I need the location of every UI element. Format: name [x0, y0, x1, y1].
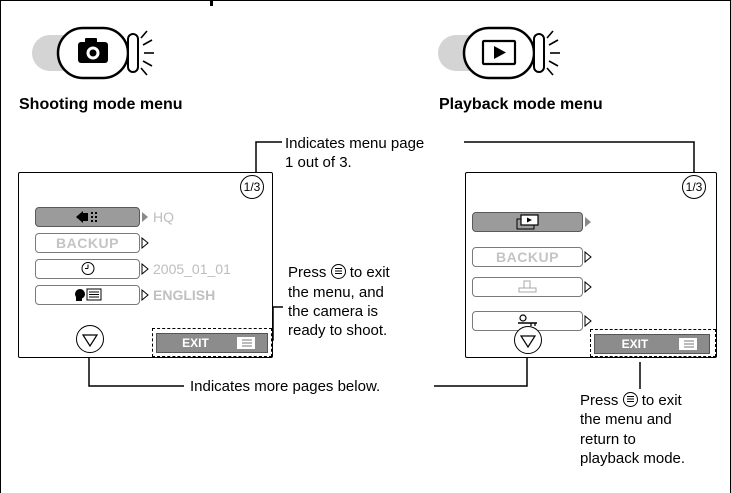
menu-item-clock[interactable] [35, 259, 140, 279]
menu-list-icon [679, 338, 697, 350]
submenu-arrow-icon [584, 251, 592, 263]
shooting-mode-dial-icon [32, 26, 154, 80]
shoot-exit-callout-line2: the menu, and [288, 284, 384, 301]
submenu-arrow-icon [584, 315, 592, 327]
menu-list-icon [237, 337, 255, 349]
page-indicator: 1/3 [682, 175, 706, 199]
slideshow-icon [516, 214, 539, 230]
image-quality-icon [76, 211, 97, 223]
submenu-arrow-icon [141, 237, 149, 249]
menu-item-backup[interactable]: BACKUP [35, 233, 140, 253]
play-exit-callout-line1: Press to exit [580, 392, 682, 409]
protect-key-icon [518, 314, 537, 326]
exit-highlight-box [590, 329, 716, 357]
backup-label: BACKUP [56, 235, 119, 251]
exit-button[interactable]: EXIT [156, 333, 268, 353]
shoot-exit-callout-line4: ready to shoot. [288, 322, 388, 339]
menu-item-language[interactable] [35, 285, 140, 305]
menu-item-image-quality[interactable] [35, 207, 140, 227]
submenu-arrow-icon [584, 281, 592, 293]
menu-item-print[interactable] [472, 277, 583, 297]
down-arrow-icon [514, 326, 542, 354]
exit-label: EXIT [621, 337, 649, 351]
playback-menu-screen: 1/3 BACKUP EXIT [465, 172, 717, 358]
playback-menu-heading: Playback mode menu [439, 96, 603, 113]
menu-button-icon [622, 392, 638, 407]
selected-arrow-icon [585, 217, 591, 227]
exit-label: EXIT [182, 336, 209, 350]
language-value: ENGLISH [153, 287, 216, 303]
shooting-menu-heading: Shooting mode menu [19, 96, 183, 113]
playback-mode-icon [481, 39, 517, 66]
menu-item-backup[interactable]: BACKUP [472, 247, 583, 267]
more-pages-callout: Indicates more pages below. [190, 378, 381, 395]
shooting-menu-screen: 1/3 HQ BACKUP 2005_01_01 ENGLISH [18, 172, 273, 358]
menu-button-icon [330, 264, 346, 279]
menu-page-callout-line2: 1 out of 3. [285, 154, 352, 171]
submenu-arrow-icon [141, 289, 149, 301]
page-indicator: 1/3 [240, 175, 264, 199]
play-exit-callout-line3: return to [580, 431, 636, 448]
exit-highlight-box [152, 328, 272, 357]
shoot-exit-callout-line3: the camera is [288, 303, 379, 320]
clock-value: 2005_01_01 [153, 261, 231, 277]
image-quality-value: HQ [153, 209, 174, 225]
frame-tick-mark [210, 0, 213, 6]
print-icon [518, 280, 537, 293]
language-icon [75, 288, 102, 301]
menu-page-callout-line1: Indicates menu page [285, 135, 425, 152]
shoot-exit-callout-line1: Press to exit [288, 264, 390, 281]
frame-left-border [0, 0, 1, 493]
menu-item-slideshow[interactable] [472, 212, 583, 232]
frame-top-border [0, 0, 731, 1]
play-exit-callout-line4: playback mode. [580, 450, 686, 467]
play-exit-callout-line2: the menu and [580, 411, 672, 428]
exit-button[interactable]: EXIT [594, 334, 710, 354]
submenu-arrow-icon [141, 263, 149, 275]
backup-label: BACKUP [496, 249, 559, 265]
playback-mode-dial-icon [438, 26, 560, 80]
clock-icon [81, 262, 95, 275]
camera-mode-icon [78, 38, 108, 63]
down-arrow-icon [76, 325, 104, 353]
selected-arrow-icon [142, 212, 148, 222]
